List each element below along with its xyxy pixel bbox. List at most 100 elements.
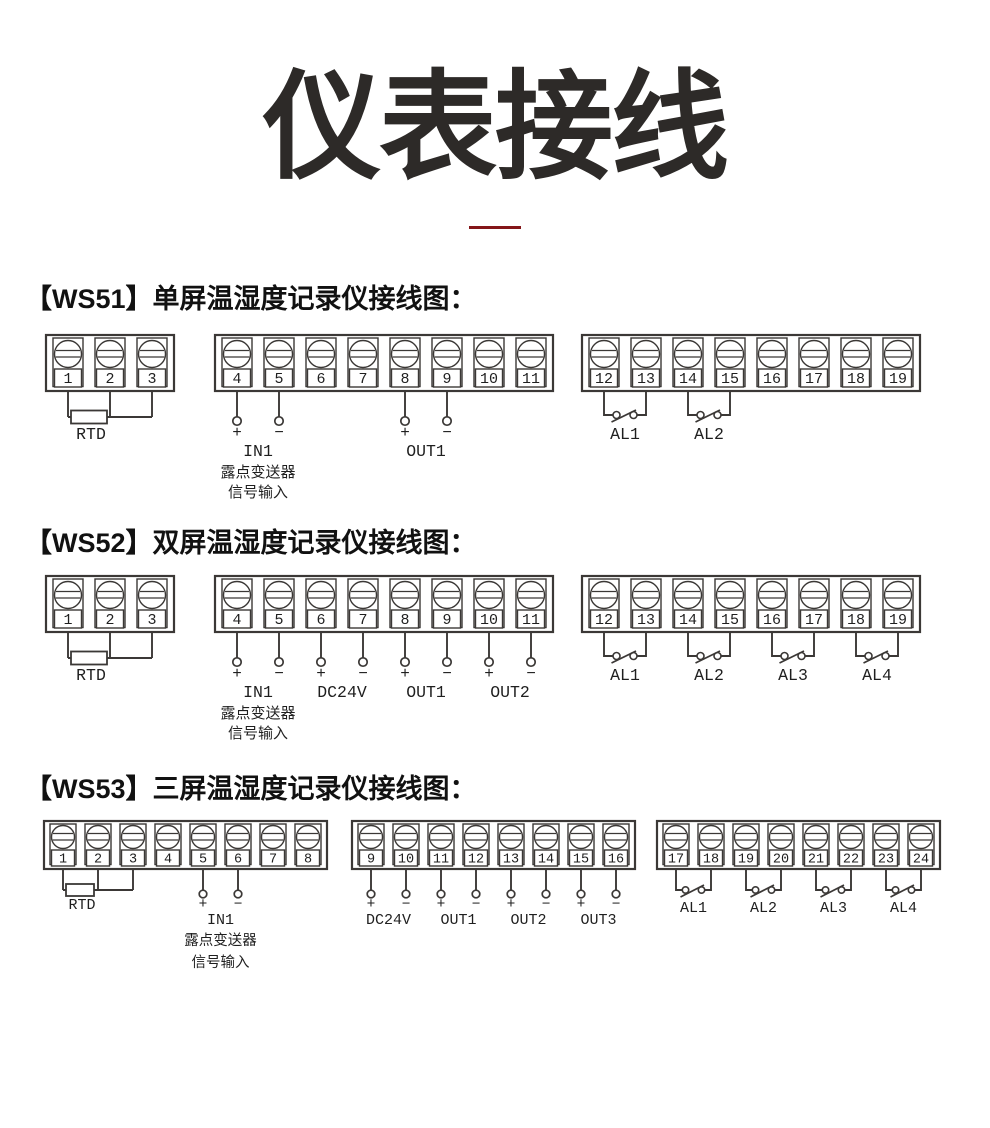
terminal-9: 9 xyxy=(357,822,385,867)
terminal-4: 4 xyxy=(154,822,182,867)
terminal-number-box xyxy=(50,848,76,867)
screw-icon xyxy=(516,339,546,368)
terminal-number: 12 xyxy=(595,371,613,388)
screw-icon xyxy=(715,339,745,368)
terminal-number-box xyxy=(95,367,125,388)
terminal-number-box xyxy=(516,367,546,388)
terminal-number: 16 xyxy=(763,612,781,629)
terminal-number-box xyxy=(631,367,661,388)
terminal-number: 16 xyxy=(763,371,781,388)
screw-icon xyxy=(663,824,689,849)
relay-label: AL4 xyxy=(862,666,892,685)
rtd-resistor-icon xyxy=(65,882,95,897)
screw-icon xyxy=(673,339,703,368)
screw-icon xyxy=(390,339,420,368)
relay-connection-AL3: AL3 xyxy=(771,631,815,685)
terminal-number-box xyxy=(306,608,336,629)
terminal-number: 7 xyxy=(358,371,367,388)
screw-icon xyxy=(50,824,76,849)
terminal-3: 3 xyxy=(136,577,168,629)
terminal-number-box xyxy=(803,848,829,867)
terminal-number-box xyxy=(85,848,111,867)
terminal-number: 23 xyxy=(878,852,894,867)
signal-terminal-icon xyxy=(525,656,537,667)
relay-contact-icon xyxy=(695,408,722,423)
terminal-number-box xyxy=(190,848,216,867)
connection-label: DC24V xyxy=(366,912,411,929)
screw-icon xyxy=(516,580,546,609)
terminal-12: 12 xyxy=(588,336,620,388)
screw-icon xyxy=(137,339,167,368)
signal-terminal-icon xyxy=(231,415,243,426)
terminal-4: 4 xyxy=(221,577,253,629)
terminal-number: 8 xyxy=(400,612,409,629)
screw-icon xyxy=(883,580,913,609)
terminal-number-box xyxy=(533,848,559,867)
terminal-8: 8 xyxy=(389,577,421,629)
terminal-21: 21 xyxy=(802,822,830,867)
terminal-number-box xyxy=(222,608,252,629)
terminal-2: 2 xyxy=(94,336,126,388)
connection-label: OUT2 xyxy=(490,683,530,702)
terminal-number: 15 xyxy=(573,852,589,867)
minus-sign: − xyxy=(358,665,368,683)
signal-terminal-icon xyxy=(471,888,481,899)
terminal-number: 22 xyxy=(843,852,859,867)
terminal-number: 3 xyxy=(147,612,156,629)
relay-contact-icon xyxy=(890,883,916,898)
screw-icon xyxy=(908,824,934,849)
terminal-number: 11 xyxy=(433,852,449,867)
terminal-24: 24 xyxy=(907,822,935,867)
terminal-17: 17 xyxy=(798,577,830,629)
screw-icon xyxy=(306,339,336,368)
terminal-number: 18 xyxy=(847,371,865,388)
terminal-number: 6 xyxy=(316,371,325,388)
terminal-number-box xyxy=(348,608,378,629)
terminal-number-box xyxy=(432,367,462,388)
terminal-number: 13 xyxy=(503,852,519,867)
terminal-14: 14 xyxy=(672,336,704,388)
terminal-number-box xyxy=(757,367,787,388)
terminal-number-box xyxy=(260,848,286,867)
terminal-number: 9 xyxy=(442,612,451,629)
relay-label: AL1 xyxy=(680,900,707,917)
terminal-number: 1 xyxy=(63,371,72,388)
relay-blade xyxy=(750,883,775,898)
wire xyxy=(603,631,613,657)
terminal-number: 13 xyxy=(637,371,655,388)
signal-terminal-icon xyxy=(399,656,411,667)
wire xyxy=(885,868,893,891)
screw-icon xyxy=(698,824,724,849)
screw-icon xyxy=(498,824,524,849)
terminal-number: 11 xyxy=(522,612,540,629)
connection-label: OUT3 xyxy=(580,912,616,929)
screw-icon xyxy=(222,580,252,609)
terminal-number: 15 xyxy=(721,612,739,629)
connection-label: IN1 xyxy=(207,912,234,929)
signal-terminal-icon xyxy=(576,888,586,899)
terminal-13: 13 xyxy=(497,822,525,867)
relay-label: AL2 xyxy=(750,900,777,917)
plus-sign: + xyxy=(232,665,242,683)
terminal-2: 2 xyxy=(94,577,126,629)
terminal-3: 3 xyxy=(136,336,168,388)
wire xyxy=(637,390,647,416)
relay-connection-AL2: AL2 xyxy=(687,390,731,444)
terminal-number-box xyxy=(498,848,524,867)
screw-icon xyxy=(120,824,146,849)
screw-icon xyxy=(568,824,594,849)
screw-icon xyxy=(838,824,864,849)
connection-label: IN1 xyxy=(243,683,273,702)
signal-terminal-icon xyxy=(273,656,285,667)
plus-sign: + xyxy=(199,897,208,913)
screw-icon xyxy=(222,339,252,368)
screw-icon xyxy=(631,580,661,609)
terminal-1: 1 xyxy=(52,577,84,629)
terminal-23: 23 xyxy=(872,822,900,867)
terminal-number: 5 xyxy=(199,852,207,867)
minus-sign: − xyxy=(274,424,284,442)
